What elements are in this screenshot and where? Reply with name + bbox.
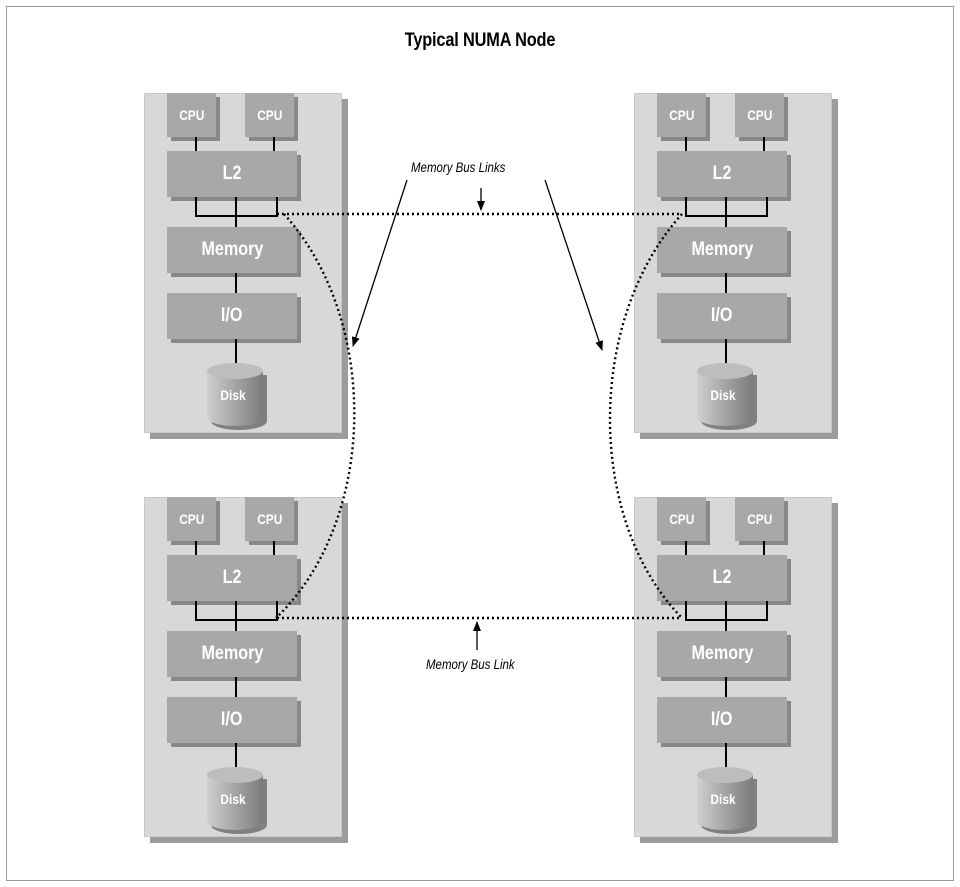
memory-block: Memory xyxy=(167,631,301,681)
cpu1-wire xyxy=(195,541,197,555)
bus-right-drop xyxy=(276,601,278,621)
bus-left-drop xyxy=(195,601,197,621)
io-block: I/O xyxy=(167,697,301,747)
cpu1-wire xyxy=(685,541,687,555)
numa-node-top-right: CPU CPU L2 Memory I/O Disk xyxy=(634,93,838,439)
disk-icon: Disk xyxy=(205,767,271,835)
cpu-block-1: CPU xyxy=(167,497,220,545)
cpu2-wire xyxy=(763,541,765,555)
cpu-block-1: CPU xyxy=(657,497,710,545)
io-disk-wire xyxy=(235,743,237,769)
memory-block: Memory xyxy=(657,631,791,681)
bus-to-memory xyxy=(725,197,727,227)
bus-right-drop xyxy=(766,601,768,621)
bus-right-drop xyxy=(766,197,768,217)
l2-cache-block: L2 xyxy=(167,555,301,605)
diagram-title: Typical NUMA Node xyxy=(404,30,556,51)
bus-left-drop xyxy=(685,601,687,621)
memory-io-wire xyxy=(725,273,727,295)
io-disk-wire xyxy=(725,339,727,365)
io-block: I/O xyxy=(657,293,791,343)
cpu-block-1: CPU xyxy=(167,93,220,141)
memory-io-wire xyxy=(725,677,727,699)
arrow-to-right-link xyxy=(544,179,603,351)
bus-left-drop xyxy=(195,197,197,217)
memory-io-wire xyxy=(235,677,237,699)
cpu-block-2: CPU xyxy=(245,497,298,545)
io-block: I/O xyxy=(657,697,791,747)
cpu-block-1: CPU xyxy=(657,93,710,141)
left-memory-bus-link xyxy=(275,213,356,619)
memory-block: Memory xyxy=(167,227,301,277)
cpu2-wire xyxy=(763,137,765,151)
bus-left-drop xyxy=(685,197,687,217)
cpu1-wire xyxy=(685,137,687,151)
memory-io-wire xyxy=(235,273,237,295)
disk-icon: Disk xyxy=(695,767,761,835)
cpu1-wire xyxy=(195,137,197,151)
memory-bus-link-label: Memory Bus Link xyxy=(426,657,515,672)
bus-to-memory xyxy=(235,601,237,631)
io-disk-wire xyxy=(235,339,237,365)
io-disk-wire xyxy=(725,743,727,769)
l2-cache-block: L2 xyxy=(167,151,301,201)
numa-node-bottom-right: CPU CPU L2 Memory I/O Disk xyxy=(634,497,838,843)
cpu2-wire xyxy=(273,137,275,151)
numa-node-top-left: CPU CPU L2 Memory I/O Disk xyxy=(144,93,348,439)
cpu-block-2: CPU xyxy=(735,497,788,545)
io-block: I/O xyxy=(167,293,301,343)
memory-bus-links-label: Memory Bus Links xyxy=(411,160,506,175)
bus-to-memory xyxy=(725,601,727,631)
cpu2-wire xyxy=(273,541,275,555)
disk-icon: Disk xyxy=(695,363,761,431)
cpu-block-2: CPU xyxy=(245,93,298,141)
l2-cache-block: L2 xyxy=(657,555,791,605)
disk-icon: Disk xyxy=(205,363,271,431)
right-memory-bus-link xyxy=(608,213,683,619)
bus-to-memory xyxy=(235,197,237,227)
cpu-block-2: CPU xyxy=(735,93,788,141)
numa-node-bottom-left: CPU CPU L2 Memory I/O Disk xyxy=(144,497,348,843)
l2-cache-block: L2 xyxy=(657,151,791,201)
bus-right-drop xyxy=(276,197,278,217)
memory-block: Memory xyxy=(657,227,791,277)
arrow-to-left-link xyxy=(351,179,408,347)
